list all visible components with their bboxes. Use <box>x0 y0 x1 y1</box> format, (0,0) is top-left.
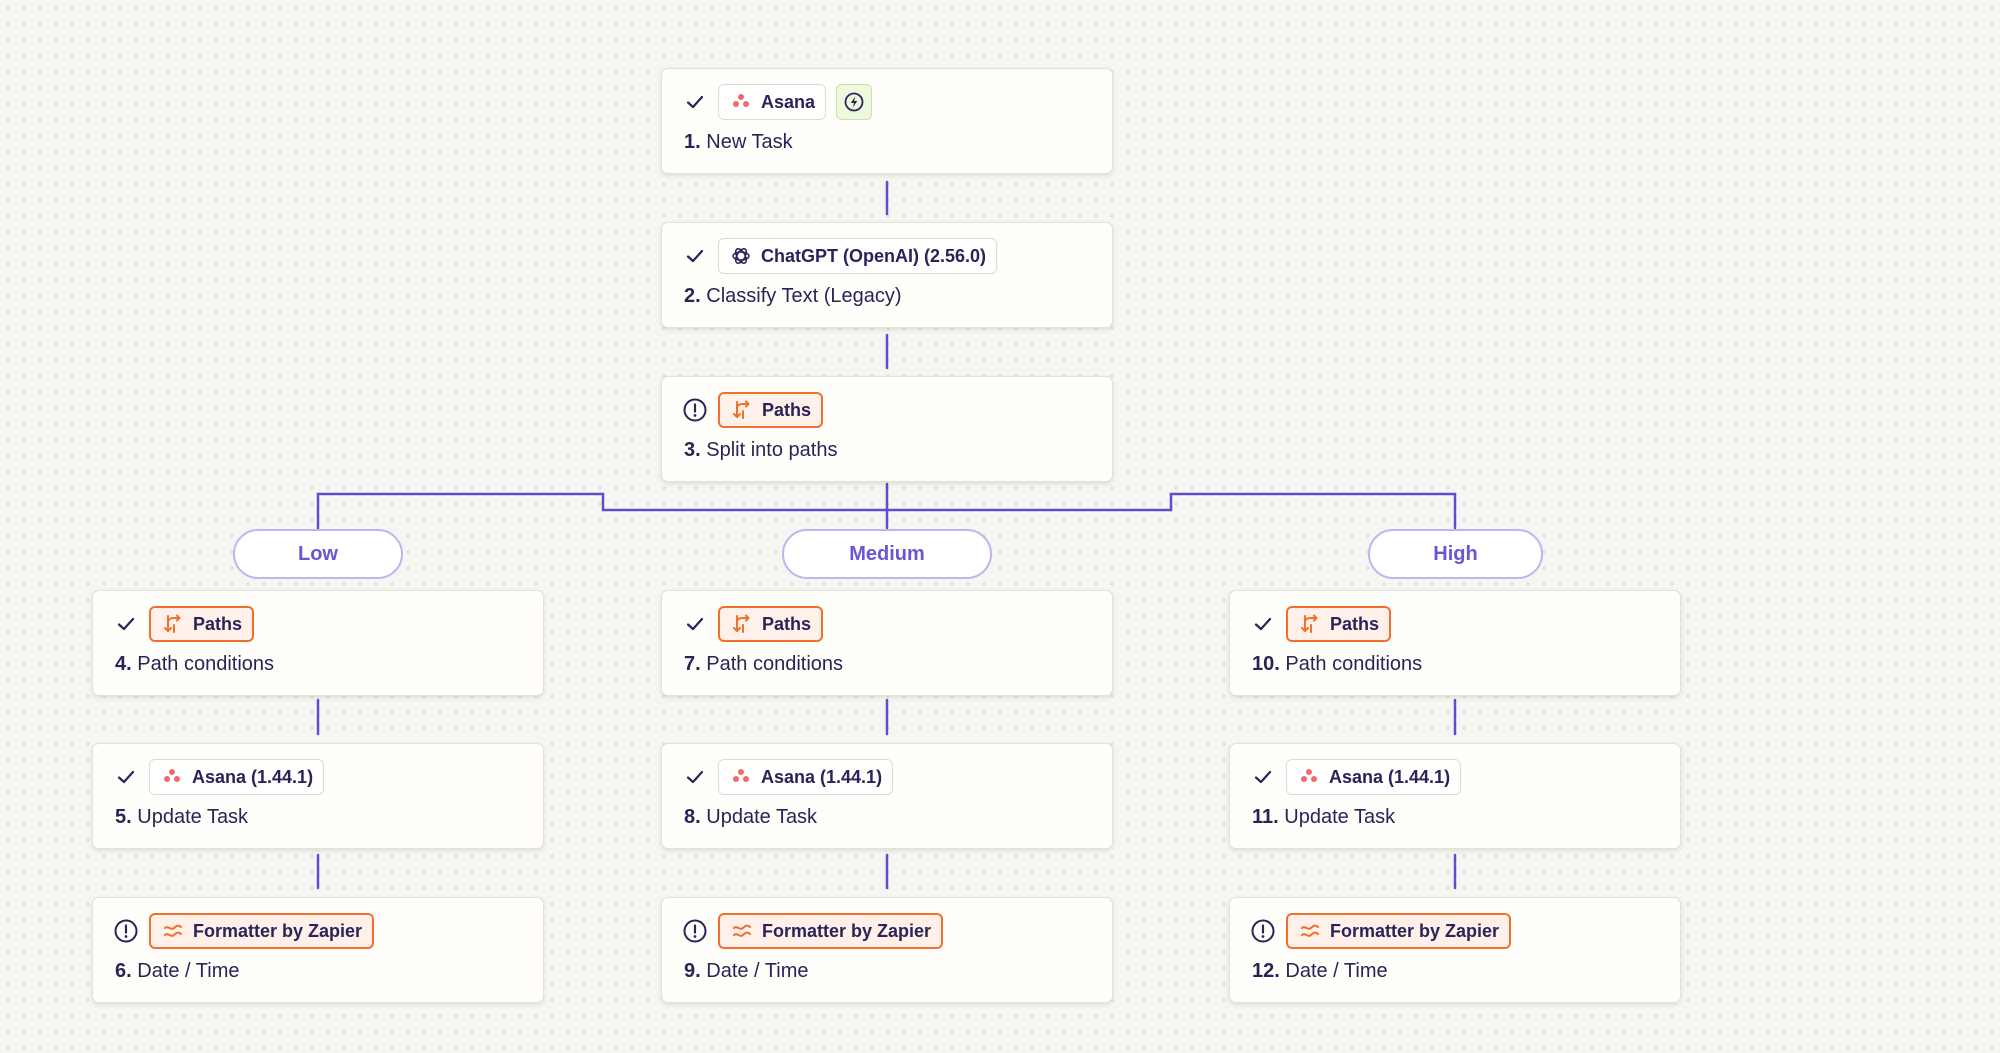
step-card-10[interactable]: Paths 10. Path conditions <box>1229 590 1681 696</box>
app-label: Asana (1.44.1) <box>192 766 314 787</box>
step-card-1[interactable]: Asana 1. New Task <box>661 68 1113 174</box>
step-card-4[interactable]: Paths 4. Path conditions <box>92 590 544 696</box>
step-card-11[interactable]: Asana (1.44.1) 11. Update Task <box>1229 743 1681 849</box>
app-label: Paths <box>1330 613 1380 634</box>
step-card-5[interactable]: Asana (1.44.1) 5. Update Task <box>92 743 544 849</box>
app-chip-chatgpt[interactable]: ChatGPT (OpenAI) (2.56.0) <box>718 238 998 274</box>
check-icon <box>1250 764 1276 790</box>
check-icon <box>1250 611 1276 637</box>
step-card-7[interactable]: Paths 7. Path conditions <box>661 590 1113 696</box>
app-label: Asana (1.44.1) <box>761 766 883 787</box>
step-card-3[interactable]: Paths 3. Split into paths <box>661 376 1113 482</box>
step-title: 12. Date / Time <box>1252 960 1388 982</box>
step-title: 10. Path conditions <box>1252 653 1423 675</box>
app-chip-paths[interactable]: Paths <box>149 606 255 642</box>
step-title: 7. Path conditions <box>684 653 844 675</box>
app-label: Formatter by Zapier <box>1330 920 1500 941</box>
asana-icon <box>160 765 184 789</box>
check-icon <box>682 611 708 637</box>
paths-icon <box>161 612 185 636</box>
step-title: 11. Update Task <box>1252 806 1396 828</box>
step-card-12[interactable]: Formatter by Zapier 12. Date / Time <box>1229 897 1681 1003</box>
step-title: 8. Update Task <box>684 806 818 828</box>
app-label: Formatter by Zapier <box>762 920 932 941</box>
step-title: 6. Date / Time <box>115 960 240 982</box>
trigger-lightning-icon[interactable] <box>836 84 873 120</box>
step-card-9[interactable]: Formatter by Zapier 9. Date / Time <box>661 897 1113 1003</box>
app-chip-paths[interactable]: Paths <box>718 606 824 642</box>
paths-icon <box>1298 612 1322 636</box>
step-title: 5. Update Task <box>115 806 249 828</box>
step-title: 1. New Task <box>684 131 793 153</box>
step-card-2[interactable]: ChatGPT (OpenAI) (2.56.0) 2. Classify Te… <box>661 222 1113 328</box>
formatter-icon <box>1298 919 1322 943</box>
check-icon <box>682 243 708 269</box>
formatter-icon <box>161 919 185 943</box>
alert-icon <box>682 918 708 944</box>
step-title: 9. Date / Time <box>684 960 809 982</box>
app-chip-paths[interactable]: Paths <box>718 392 824 428</box>
alert-icon <box>113 918 139 944</box>
openai-icon <box>729 244 753 268</box>
check-icon <box>682 764 708 790</box>
step-title: 2. Classify Text (Legacy) <box>684 285 902 307</box>
app-chip-formatter[interactable]: Formatter by Zapier <box>1286 913 1512 949</box>
app-label: Paths <box>762 613 812 634</box>
check-icon <box>682 89 708 115</box>
app-label: Asana <box>761 91 816 112</box>
app-label: ChatGPT (OpenAI) (2.56.0) <box>761 245 987 266</box>
asana-icon <box>1297 765 1321 789</box>
asana-icon <box>729 765 753 789</box>
check-icon <box>113 611 139 637</box>
formatter-icon <box>730 919 754 943</box>
branch-label-high[interactable]: High <box>1368 529 1543 579</box>
app-label: Formatter by Zapier <box>193 920 363 941</box>
paths-icon <box>730 612 754 636</box>
check-icon <box>113 764 139 790</box>
app-chip-asana[interactable]: Asana (1.44.1) <box>149 759 325 795</box>
asana-icon <box>729 90 753 114</box>
step-card-6[interactable]: Formatter by Zapier 6. Date / Time <box>92 897 544 1003</box>
step-title: 4. Path conditions <box>115 653 275 675</box>
app-label: Asana (1.44.1) <box>1329 766 1451 787</box>
app-chip-asana[interactable]: Asana (1.44.1) <box>718 759 894 795</box>
app-chip-asana[interactable]: Asana (1.44.1) <box>1286 759 1462 795</box>
step-card-8[interactable]: Asana (1.44.1) 8. Update Task <box>661 743 1113 849</box>
paths-icon <box>730 398 754 422</box>
app-chip-asana[interactable]: Asana <box>718 84 827 120</box>
app-chip-paths[interactable]: Paths <box>1286 606 1392 642</box>
alert-icon <box>682 397 708 423</box>
step-title: 3. Split into paths <box>684 439 838 461</box>
branch-label-medium[interactable]: Medium <box>782 529 992 579</box>
app-chip-formatter[interactable]: Formatter by Zapier <box>718 913 944 949</box>
alert-icon <box>1250 918 1276 944</box>
app-label: Paths <box>762 399 812 420</box>
app-label: Paths <box>193 613 243 634</box>
app-chip-formatter[interactable]: Formatter by Zapier <box>149 913 375 949</box>
branch-label-low[interactable]: Low <box>233 529 403 579</box>
